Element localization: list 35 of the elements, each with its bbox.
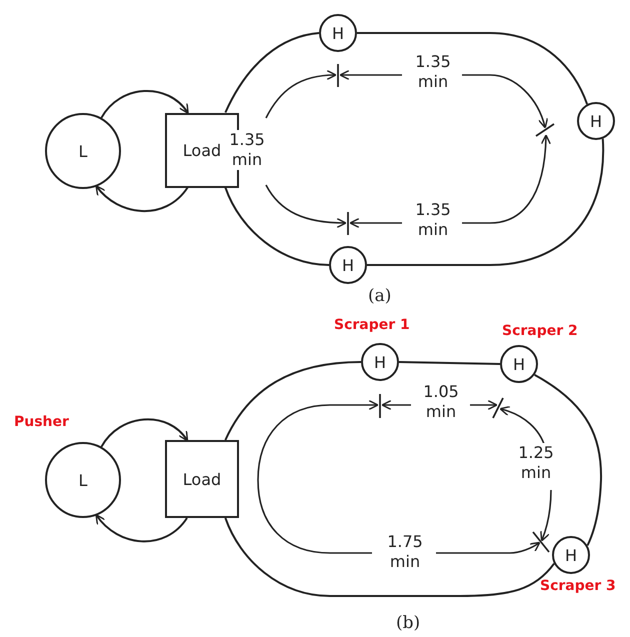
circle-node xyxy=(319,14,357,52)
node-label: H xyxy=(374,352,386,372)
node-label: H xyxy=(564,546,578,564)
track-line xyxy=(224,32,320,113)
circle-node xyxy=(552,536,590,574)
node-label: H xyxy=(512,354,526,374)
track-line xyxy=(357,32,588,105)
station-label: Pusher xyxy=(14,414,69,430)
station-label: Scraper 1 xyxy=(334,317,410,333)
node-label: Load xyxy=(182,140,222,160)
track-line xyxy=(224,361,362,440)
node-label: L xyxy=(78,470,88,490)
node-label: H xyxy=(332,24,344,42)
arrow xyxy=(100,90,189,118)
circle-node xyxy=(500,345,538,383)
track-line xyxy=(534,374,602,546)
arrow xyxy=(95,185,188,212)
track-line xyxy=(398,361,500,365)
node-label: H xyxy=(342,256,354,274)
circle-node xyxy=(329,246,367,284)
panel-caption: (a) xyxy=(368,286,392,306)
arrow xyxy=(100,418,188,448)
circle-node xyxy=(577,102,615,140)
load-box xyxy=(165,440,239,518)
track-line xyxy=(224,187,330,266)
node-label: L xyxy=(78,142,88,160)
node-label: Load xyxy=(182,470,222,488)
arrow xyxy=(95,514,188,542)
track-line xyxy=(367,138,604,266)
track-line xyxy=(224,518,555,597)
node-label: H xyxy=(590,112,602,130)
panel-caption: (b) xyxy=(396,613,420,633)
circle-node xyxy=(361,343,399,381)
station-label: Scraper 3 xyxy=(540,578,616,594)
station-label: Scraper 2 xyxy=(502,323,578,339)
